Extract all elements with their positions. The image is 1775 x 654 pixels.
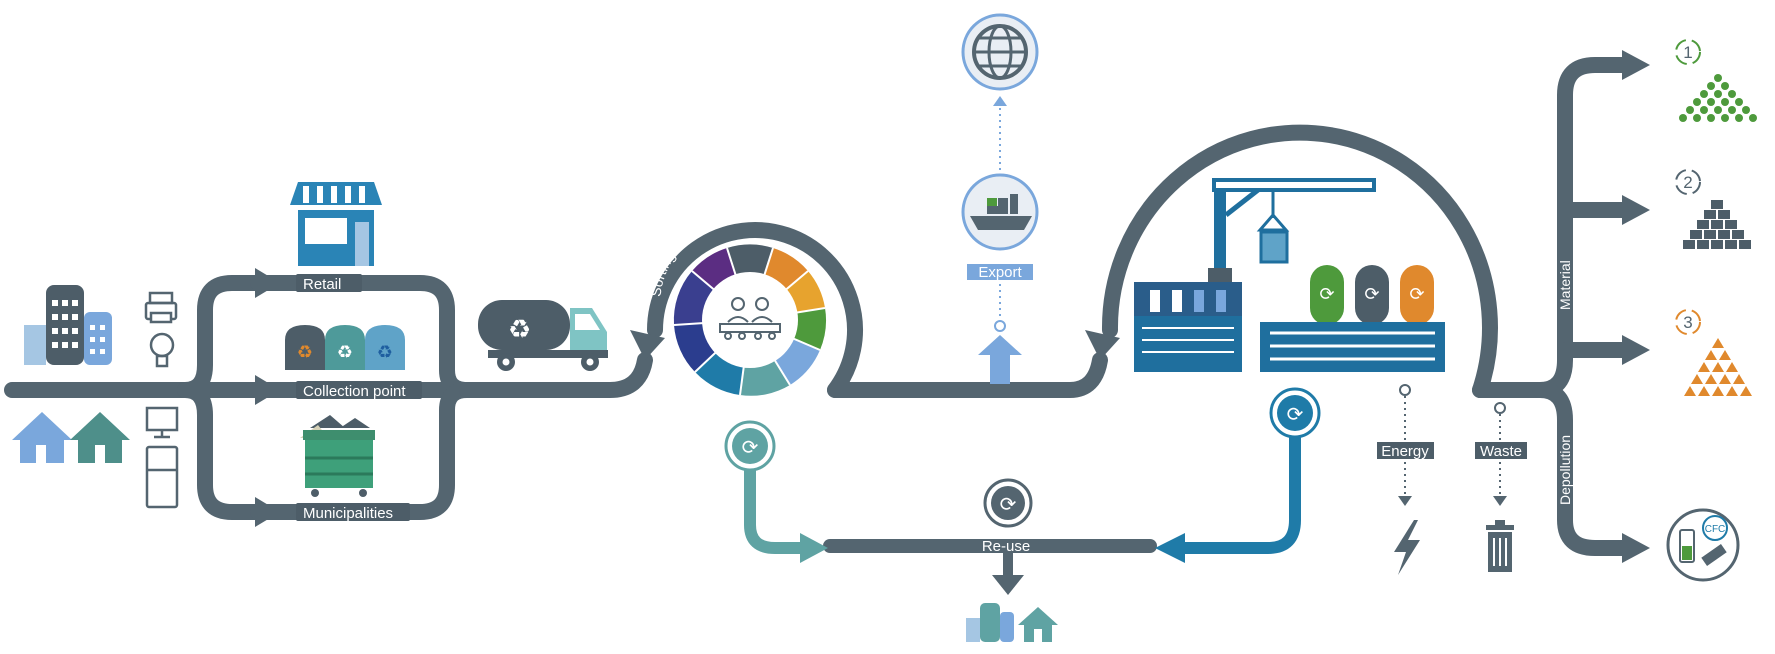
treatment-reuse-path: [1155, 409, 1301, 563]
sorting-wheel-icon: [673, 244, 827, 396]
reuse-text: Re-use: [982, 538, 1030, 555]
main-flow-lines: [4, 57, 1633, 585]
recycle-icon: ⟳: [983, 478, 1033, 528]
svg-text:⟳: ⟳: [1364, 284, 1379, 305]
printer-icon: [144, 291, 178, 324]
svg-text:♻: ♻: [337, 342, 353, 363]
grade-1-text: 1: [1683, 43, 1692, 62]
sorting-reuse-path: [744, 454, 828, 563]
municipalities-text: Municipalities: [303, 505, 393, 522]
cargo-ship-icon: [961, 173, 1039, 251]
store-icon: [290, 182, 382, 266]
dumpster-icon: [300, 415, 375, 497]
energy-text: Energy: [1381, 443, 1429, 460]
grade-3-text: 3: [1683, 313, 1692, 332]
trash-can-icon: [1486, 520, 1514, 572]
depollution-icon: CFC: [1666, 508, 1740, 582]
collection-point-label: Collection point: [296, 381, 422, 400]
svg-text:⟳: ⟳: [1000, 492, 1017, 516]
svg-text:⟳: ⟳: [742, 435, 759, 459]
material-grade-3: 3: [1675, 309, 1752, 396]
material-text: Material: [1557, 260, 1573, 310]
houses-icon: [1018, 607, 1058, 642]
energy-path: Energy: [1377, 384, 1434, 506]
export-dotted-line: [978, 96, 1022, 384]
houses-icon: [12, 412, 130, 463]
svg-text:♻: ♻: [377, 342, 393, 363]
recycling-bins-icon: ♻ ♻ ♻: [285, 325, 405, 370]
monitor-icon: [145, 406, 179, 439]
svg-text:♻: ♻: [508, 315, 531, 345]
depollution-text: Depollution: [1557, 435, 1573, 505]
retail-text: Retail: [303, 276, 341, 293]
grade-2-text: 2: [1683, 173, 1692, 192]
treatment-text: Treatment: [1076, 207, 1115, 273]
collection-point-text: Collection point: [303, 383, 406, 400]
factory-crane-icon: ⟳ ⟳ ⟳: [1134, 178, 1445, 372]
waste-path: Waste: [1475, 402, 1527, 506]
flow-arrowheads: [255, 50, 1650, 595]
export-label: Export: [967, 264, 1033, 281]
lightning-icon: [1394, 520, 1420, 575]
cfc-text: CFC: [1705, 524, 1726, 535]
svg-text:♻: ♻: [297, 342, 313, 363]
export-text: Export: [978, 264, 1022, 281]
material-grade-1: 1: [1675, 39, 1757, 122]
recycle-icon: ⟳: [1269, 387, 1321, 439]
svg-text:⟳: ⟳: [1319, 284, 1334, 305]
svg-text:⟳: ⟳: [1409, 284, 1424, 305]
retail-label: Retail: [296, 274, 362, 293]
material-grade-2: 2: [1675, 169, 1751, 249]
buildings-icon: [966, 603, 1014, 642]
waste-text: Waste: [1480, 443, 1522, 460]
fridge-icon: [145, 445, 179, 509]
lightbulb-icon: [149, 332, 175, 368]
municipalities-label: Municipalities: [296, 503, 410, 522]
recycle-icon: ⟳: [724, 420, 776, 472]
globe-icon: [961, 13, 1039, 91]
svg-text:⟳: ⟳: [1287, 402, 1304, 426]
recycling-truck-icon: ♻: [478, 300, 608, 371]
buildings-icon: [24, 285, 112, 365]
